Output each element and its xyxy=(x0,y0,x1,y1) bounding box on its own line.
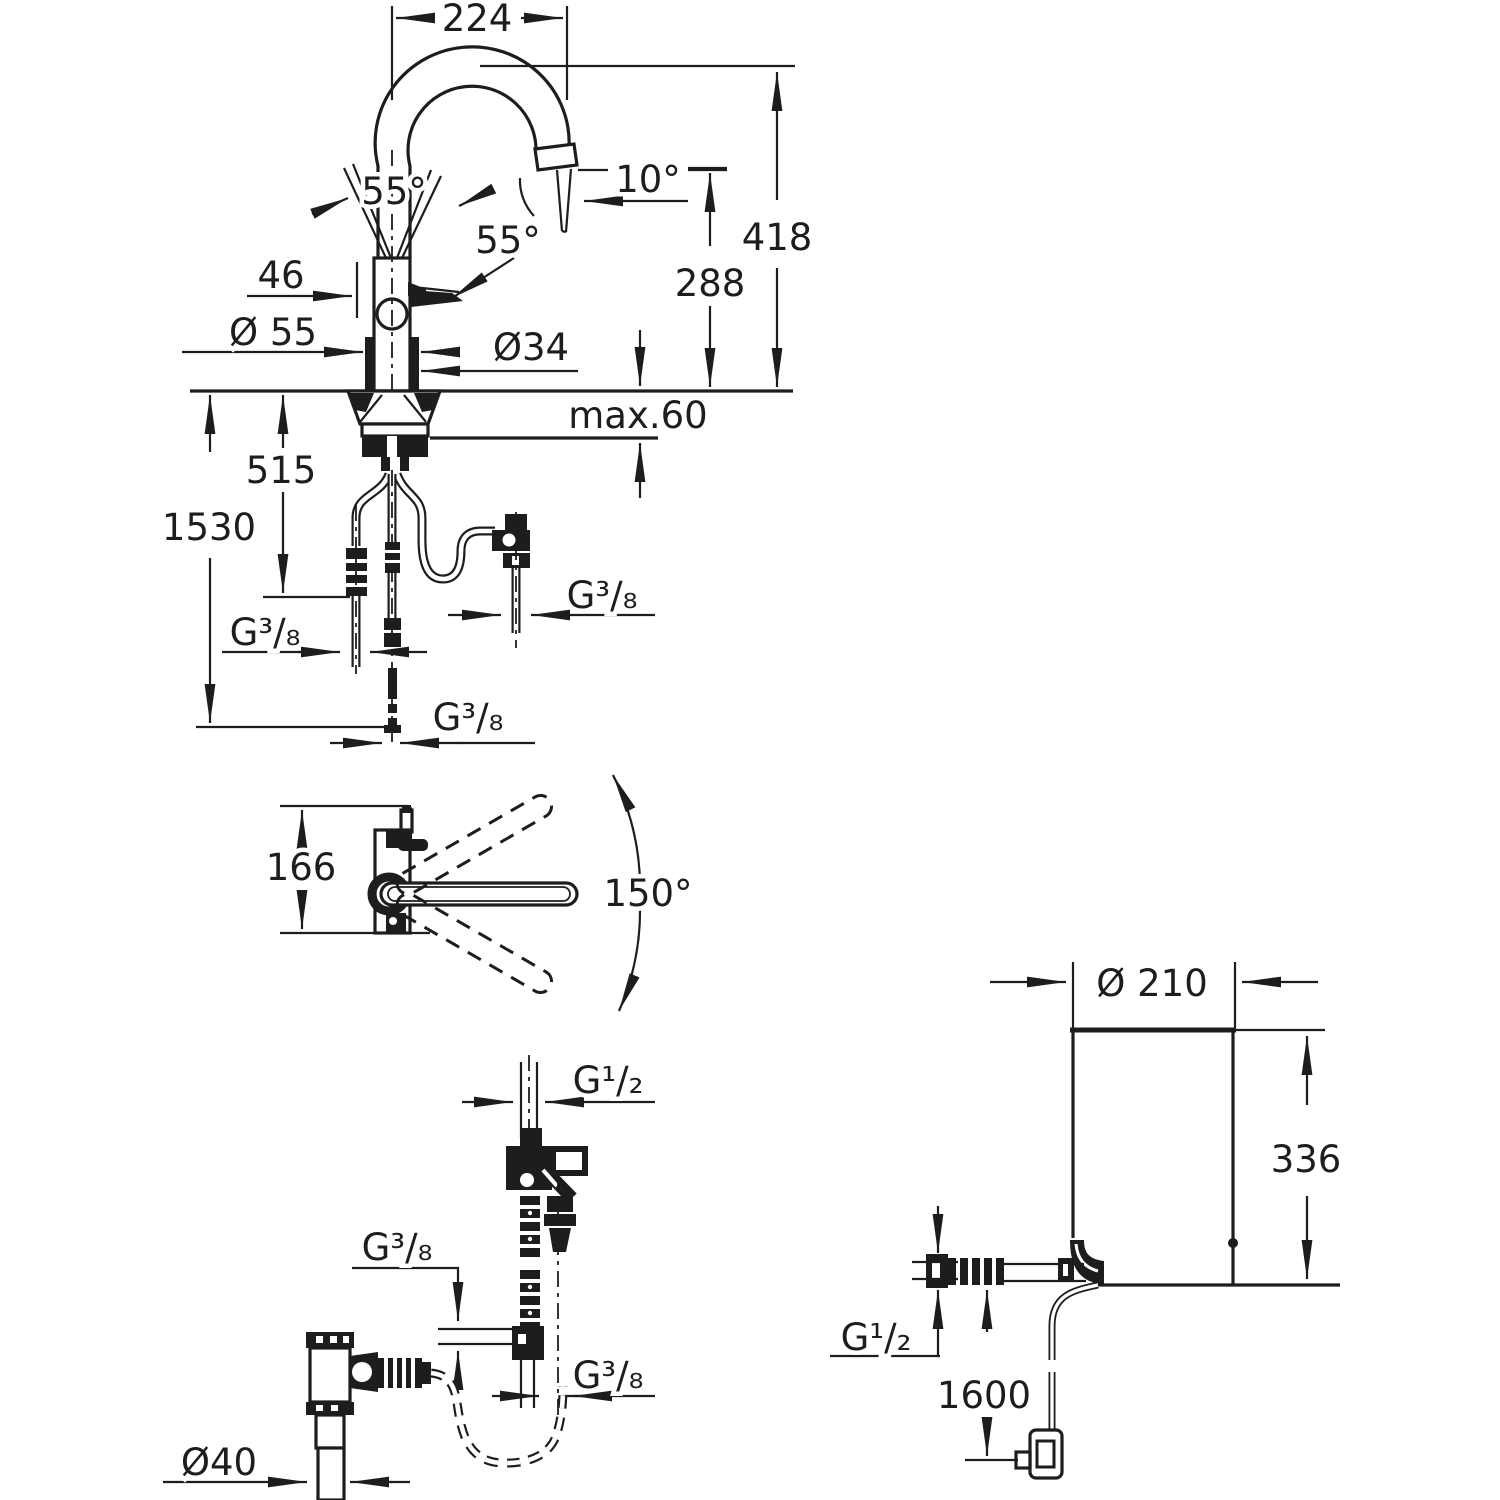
dim-max60-label: max.60 xyxy=(568,394,707,437)
dim-55deg-front-label: 55° xyxy=(475,219,541,262)
dim-dia40-label: Ø40 xyxy=(181,1441,257,1484)
dim-swivel-range: 150° xyxy=(599,774,697,1012)
top-view-body xyxy=(280,794,579,994)
dim-boiler-diameter: Ø 210 xyxy=(990,958,1318,1028)
supply-hoses xyxy=(346,470,530,746)
dim-body-diameter: Ø34 xyxy=(421,322,578,377)
thread-g38-bottom-label: G³/₈ xyxy=(433,696,504,739)
power-cable xyxy=(1014,1281,1099,1480)
check-valve xyxy=(492,514,530,568)
thread-g38-hose-label: G³/₈ xyxy=(573,1354,644,1397)
dim-150deg-label: 150° xyxy=(603,872,692,915)
faucet-lever-handle xyxy=(410,290,463,307)
swivel-spout-dashed-up xyxy=(395,794,554,896)
dim-418-label: 418 xyxy=(742,216,813,259)
boiler-hose xyxy=(912,1254,1086,1288)
faucet-spout-outline xyxy=(373,45,579,258)
faucet-top-view: 166 150° xyxy=(261,774,697,1012)
dim-336-label: 336 xyxy=(1271,1138,1342,1181)
threaded-riser xyxy=(520,1175,559,1428)
boiler-tank xyxy=(1070,1027,1340,1287)
dim-dia210-label: Ø 210 xyxy=(1096,962,1208,1005)
dim-base-diameter: Ø 55 xyxy=(182,307,460,359)
dim-dia55-label: Ø 55 xyxy=(229,311,317,354)
dim-dia34-label: Ø34 xyxy=(493,326,569,369)
dim-288-label: 288 xyxy=(675,262,746,305)
dim-thread-valve-hose: G³/₈ xyxy=(448,570,655,622)
dim-46-label: 46 xyxy=(257,254,304,297)
dim-body-depth: 166 xyxy=(261,810,341,929)
dim-1600-label: 1600 xyxy=(937,1374,1031,1417)
thread-g38-left-label: G³/₈ xyxy=(230,611,301,654)
dim-55deg-left-label: 55° xyxy=(361,170,427,213)
dim-cable-length: 1600 xyxy=(932,1290,1036,1462)
swivel-spout-dashed-down xyxy=(395,892,554,994)
dim-spout-reach: 224 xyxy=(390,0,569,100)
dim-166-label: 166 xyxy=(266,846,337,889)
boiler-view: Ø 210 336 G¹/₂ 1600 xyxy=(830,958,1346,1480)
dim-thread-bottom-hose: G³/₈ xyxy=(330,692,535,749)
dim-handle-angle-left: 55° xyxy=(310,166,497,219)
dim-thread-hose: G³/₈ xyxy=(492,1350,655,1402)
thread-g38-valve-label: G³/₈ xyxy=(567,574,638,617)
dim-total-hose-length: 1530 xyxy=(157,395,388,729)
dim-handle-angle-front: 55° xyxy=(451,215,545,299)
dim-outlet-height: 288 xyxy=(670,166,750,387)
thread-g12-inlet-label: G¹/₂ xyxy=(573,1059,644,1102)
swivel-spout xyxy=(379,881,579,907)
dim-thread-branch: G³/₈ xyxy=(352,1222,464,1390)
dim-10deg-label: 10° xyxy=(615,158,681,201)
dim-thread-inlet: G¹/₂ xyxy=(462,1055,655,1108)
diverter-valve xyxy=(506,1128,588,1252)
dim-trap-diameter: Ø40 xyxy=(163,1437,410,1489)
dim-total-height: 418 xyxy=(480,64,817,387)
dim-deck-thickness: max.60 xyxy=(564,330,712,498)
dim-224-label: 224 xyxy=(442,0,513,40)
dim-boiler-height: 336 xyxy=(1266,1036,1346,1279)
dim-thread-left-hose: G³/₈ xyxy=(222,607,427,659)
dim-supply-hose-length: 515 xyxy=(241,395,350,599)
power-plug-icon xyxy=(1014,1428,1064,1480)
installation-view: G¹/₂ xyxy=(163,1055,655,1500)
dim-1530-label: 1530 xyxy=(162,506,256,549)
dim-outlet-angle: 10° xyxy=(578,154,727,207)
faucet-side-view: 224 418 288 10° 55° 55° xyxy=(157,0,817,749)
dim-handle-offset: 46 xyxy=(247,250,359,318)
bottle-trap xyxy=(306,1332,568,1500)
mounting-hardware xyxy=(345,389,443,471)
thread-g12-boiler-label: G¹/₂ xyxy=(841,1316,912,1359)
thread-g38-branch-label: G³/₈ xyxy=(362,1226,433,1269)
dim-boiler-thread: G¹/₂ xyxy=(830,1206,944,1364)
countertop-lines xyxy=(190,389,793,440)
dim-515-label: 515 xyxy=(246,449,317,492)
